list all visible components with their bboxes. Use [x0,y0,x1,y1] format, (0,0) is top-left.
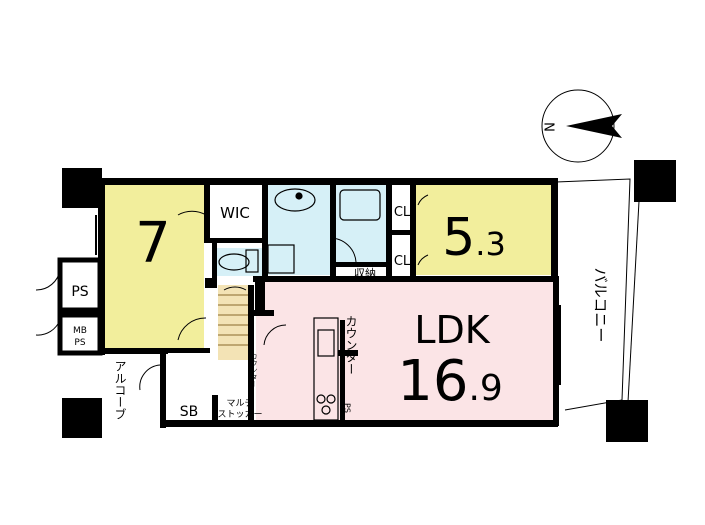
toilet-bowl-icon [218,253,250,271]
ldk-fill [256,282,556,422]
washroom-fill [268,185,330,275]
basin-drain-icon [295,192,303,200]
ldk-size: 16.9 [397,349,503,414]
toilet-fill [214,248,264,276]
multi-stocker-label-1: マルチ [226,398,253,409]
compass-circle [541,89,615,163]
cl-top-label: CL [394,205,411,220]
room-7-size: 7 [135,211,171,276]
counter-small-label: カウンター [250,353,258,388]
column-bottom-right [606,400,648,442]
staircase-steps [218,294,248,346]
stove-burner-icon [326,394,336,404]
wic-label: WIC [220,204,250,222]
column-top-left [62,168,102,208]
bathroom-fill [336,185,386,265]
western-room-5-3-fill [416,185,553,275]
north-arrow-icon [566,114,622,138]
mbps-label-2: PS [74,338,85,348]
room-5-3-size: 5.3 [442,208,506,268]
compass: N [541,89,622,163]
wash-basin-icon [274,188,316,212]
kitchen-sink-icon [317,329,335,357]
room-5-3-size-dec: .3 [475,225,506,263]
balcony-rail [555,178,631,411]
fixtures [95,188,561,421]
mbps-label-1: MB [73,326,87,336]
washing-machine-icon [267,244,295,274]
column-bottom-left [62,398,102,438]
ldk-label: LDK [414,308,490,352]
ps-label: PS [71,284,88,300]
counter-label: カウンター [344,315,358,375]
left-annex [57,257,103,356]
door-swings [35,194,429,391]
balcony: バルコニー [555,178,641,411]
staircase-fill [218,285,248,360]
stove-burner-icon [316,394,326,404]
alcove-label: アルコーブ [113,360,127,420]
multi-stocker-label-2: ストッカー [217,409,262,420]
bathtub-icon [339,189,381,221]
stove-burner-icon [321,405,331,415]
ldk-size-int: 16 [397,349,468,414]
kitchen-counter-icon [313,317,339,421]
toilet-tank-icon [245,249,259,273]
balcony-rail-outer [627,182,641,403]
ldk-size-dec: .9 [468,368,502,409]
storage-label: 収納 [354,267,376,280]
sb-label: SB [180,404,199,420]
ps-kitchen-label: PS [343,403,352,413]
western-room-7-fill [104,183,204,348]
balcony-label: バルコニー [592,268,610,343]
room-5-3-size-int: 5 [442,208,475,268]
cl-bottom-label: CL [394,254,411,269]
compass-north-label: N [544,122,559,132]
column-top-right [634,160,676,202]
